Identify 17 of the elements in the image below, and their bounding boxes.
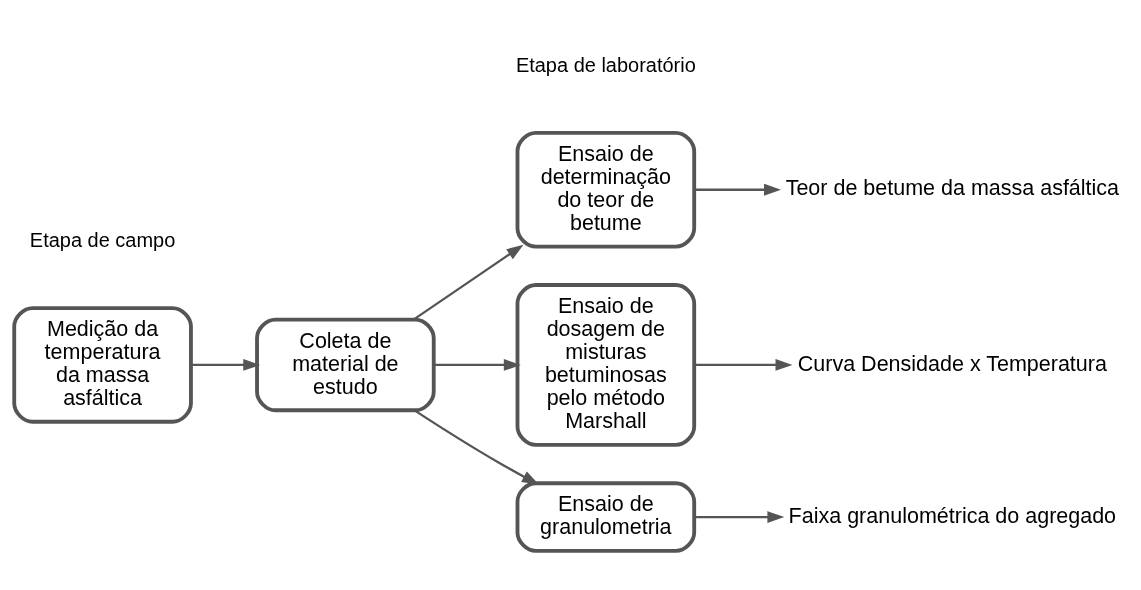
arrow	[191, 359, 261, 371]
arrow	[694, 511, 785, 523]
node-box: Coleta de material de estudo	[255, 317, 436, 413]
label: Etapa de laboratório	[515, 54, 696, 77]
arrow	[434, 359, 521, 371]
arrow	[694, 359, 793, 371]
node-box: Medição da temperatura da massa asfáltica	[12, 306, 193, 424]
arrow	[694, 183, 781, 196]
node-box: Ensaio de dosagem de misturas betuminosas pelo método Marshall	[515, 283, 697, 447]
node-box: Ensaio de determinação do teor de betume	[515, 130, 697, 249]
label: Etapa de campo	[29, 229, 176, 252]
arrow	[413, 409, 539, 485]
node-text: Teor de betume da massa asfáltica	[785, 176, 1120, 201]
node-box: Ensaio de granulometria	[515, 481, 697, 553]
node-text: Faixa granulométrica do agregado	[788, 503, 1117, 528]
arrow	[413, 244, 524, 321]
node-text: Curva Densidade x Temperatura	[797, 351, 1107, 376]
